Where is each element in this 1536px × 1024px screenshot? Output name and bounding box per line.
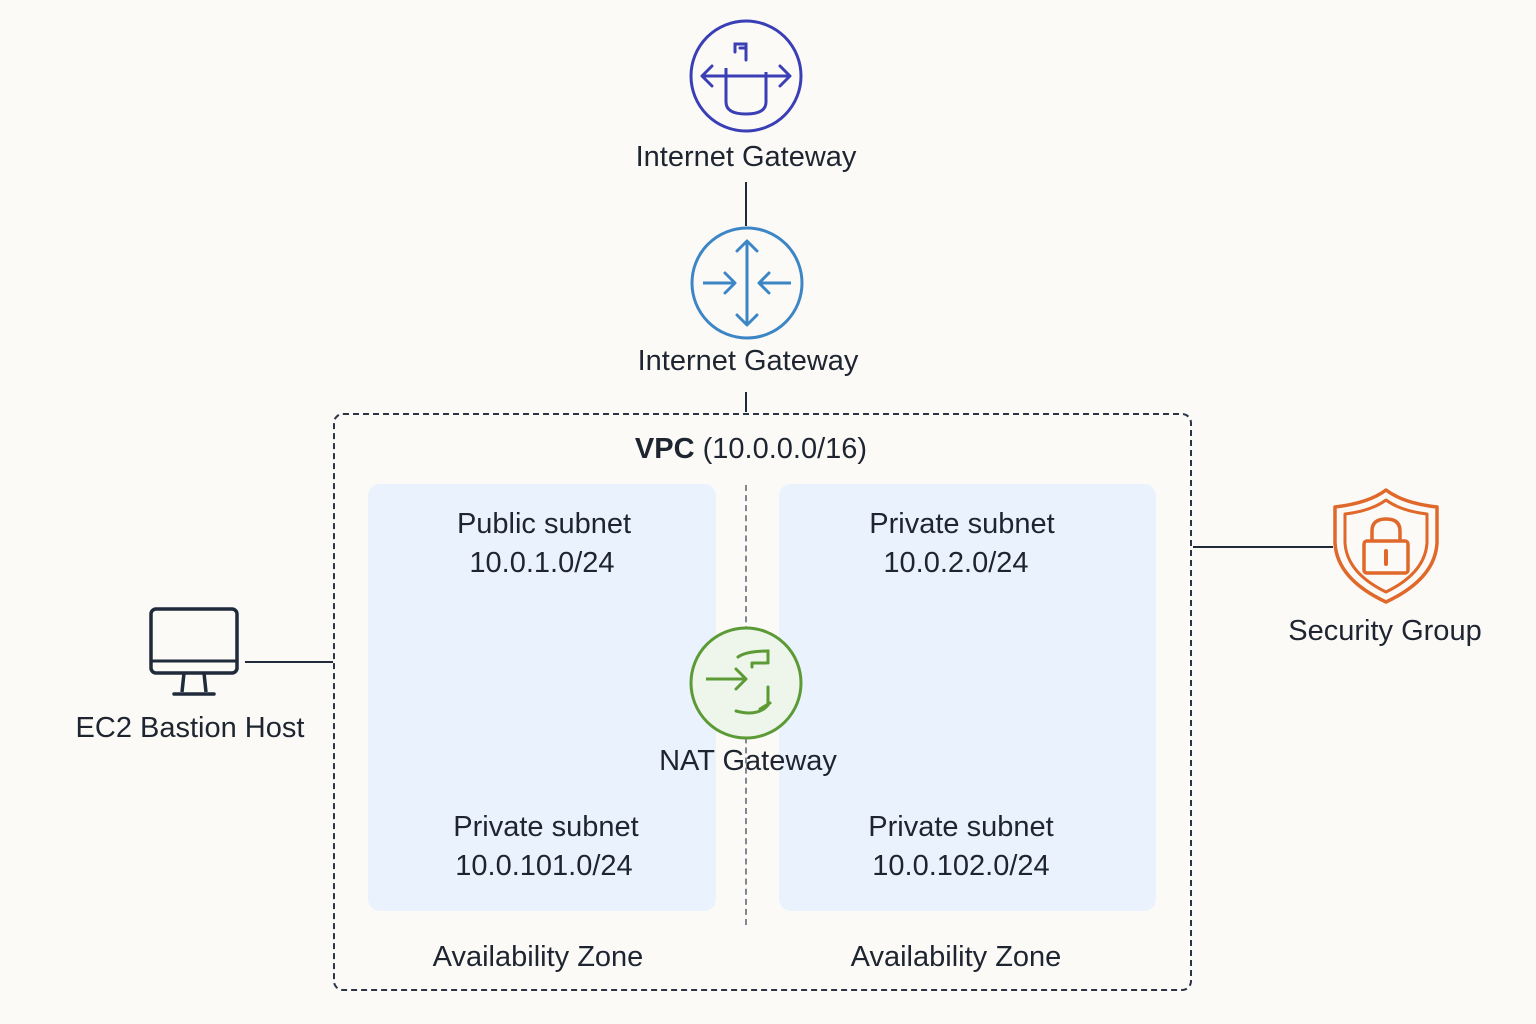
private-subnet-2-name: Private subnet — [869, 508, 1055, 540]
private-subnet-2-cidr: 10.0.2.0/24 — [883, 547, 1029, 579]
router-internet-gateway-label: Internet Gateway — [637, 345, 859, 377]
nat-gateway-label: NAT Gateway — [659, 745, 837, 777]
vpc-boundary — [333, 413, 1192, 991]
private-subnet-101-name: Private subnet — [453, 811, 639, 843]
ec2-bastion-label: EC2 Bastion Host — [75, 712, 305, 744]
private-subnet-101-cidr: 10.0.101.0/24 — [455, 850, 633, 882]
internet-gateway-icon — [689, 19, 803, 133]
nat-gateway-icon — [689, 626, 803, 740]
availability-zone-label-right: Availability Zone — [850, 941, 1062, 973]
private-subnet-102-cidr: 10.0.102.0/24 — [872, 850, 1050, 882]
security-group-label: Security Group — [1288, 615, 1482, 647]
availability-zone-panel-right — [779, 484, 1156, 911]
connector-igw-to-router — [745, 182, 747, 226]
availability-zone-panel-left — [368, 484, 716, 911]
connector-vpc-to-security-group — [1193, 546, 1333, 548]
connector-bastion-to-vpc — [245, 661, 333, 663]
public-subnet-name: Public subnet — [456, 508, 632, 540]
private-subnet-102-name: Private subnet — [868, 811, 1054, 843]
availability-zone-label-left: Availability Zone — [432, 941, 644, 973]
shield-lock-icon — [1333, 488, 1439, 604]
connector-router-to-vpc — [745, 392, 747, 412]
router-icon — [690, 226, 804, 340]
vpc-title-name: VPC — [634, 433, 695, 465]
public-subnet-cidr: 10.0.1.0/24 — [469, 547, 615, 579]
monitor-icon — [149, 607, 239, 696]
internet-gateway-label: Internet Gateway — [635, 141, 857, 173]
vpc-title-cidr: (10.0.0.0/16) — [702, 433, 868, 465]
vpc-title: VPC (10.0.0.0/16) — [551, 432, 951, 466]
